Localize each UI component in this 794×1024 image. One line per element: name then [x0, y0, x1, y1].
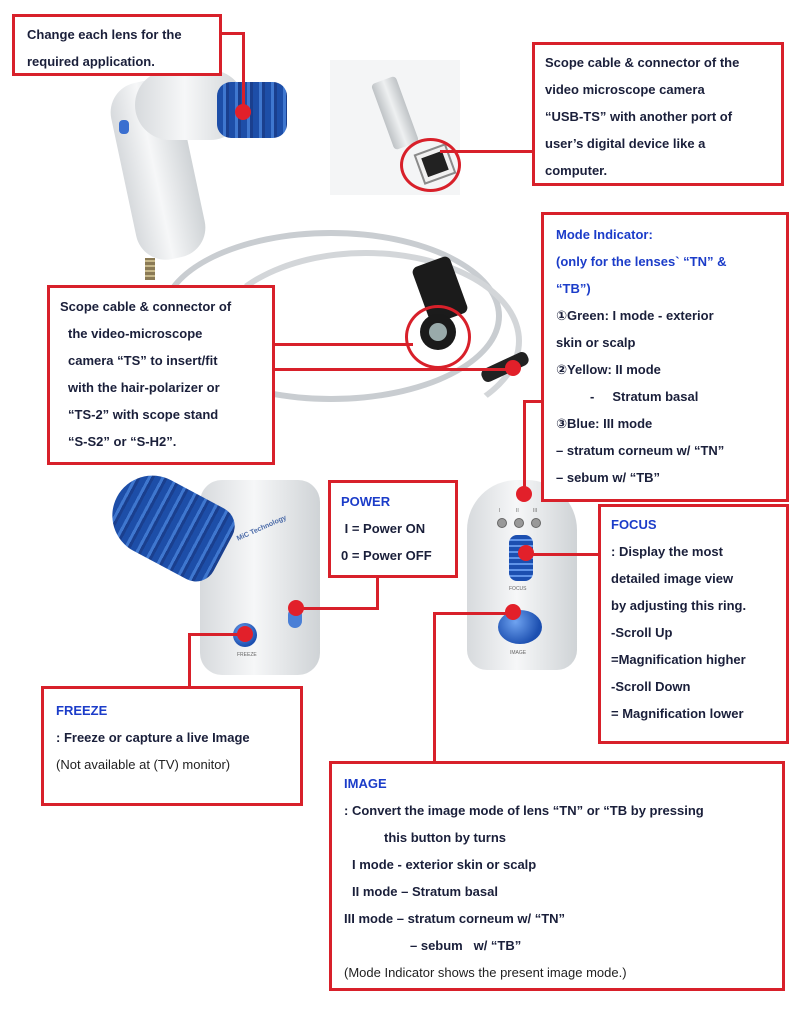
ts-pointer-ellipse [405, 305, 471, 369]
lens-pointer [235, 104, 251, 120]
power-callout: POWER I = Power ON 0 = Power OFF [328, 480, 458, 578]
blue-lens [217, 82, 287, 138]
freeze-title: FREEZE [56, 703, 108, 718]
mode-indicator-callout: Mode Indicator: (only for the lenses` “T… [541, 212, 789, 502]
led-yellow [514, 518, 524, 528]
camera-side-photo: MiC Technology FREEZE [100, 465, 325, 675]
usb-cable-callout: Scope cable & connector of the video mic… [532, 42, 784, 186]
focus-callout: FOCUS : Display the most detailed image … [598, 504, 789, 744]
focus-title: FOCUS [611, 517, 657, 532]
usb-pointer-ellipse [400, 138, 461, 192]
freeze-callout: FREEZE : Freeze or capture a live Image … [41, 686, 303, 806]
camera-handheld-photo [105, 70, 295, 280]
camera-back-photo: I II III FOCUS IMAGE [465, 480, 580, 670]
image-callout: IMAGE : Convert the image mode of lens “… [329, 761, 785, 991]
led-blue [531, 518, 541, 528]
lens-callout: Change each lens for the required applic… [12, 14, 222, 76]
led-green [497, 518, 507, 528]
image-title: IMAGE [344, 776, 387, 791]
freeze-device-label: FREEZE [237, 652, 257, 658]
mode-indicator-title: Mode Indicator: [556, 227, 653, 242]
ts-cable-callout: Scope cable & connector of the video-mic… [47, 285, 275, 465]
power-title: POWER [341, 494, 391, 509]
